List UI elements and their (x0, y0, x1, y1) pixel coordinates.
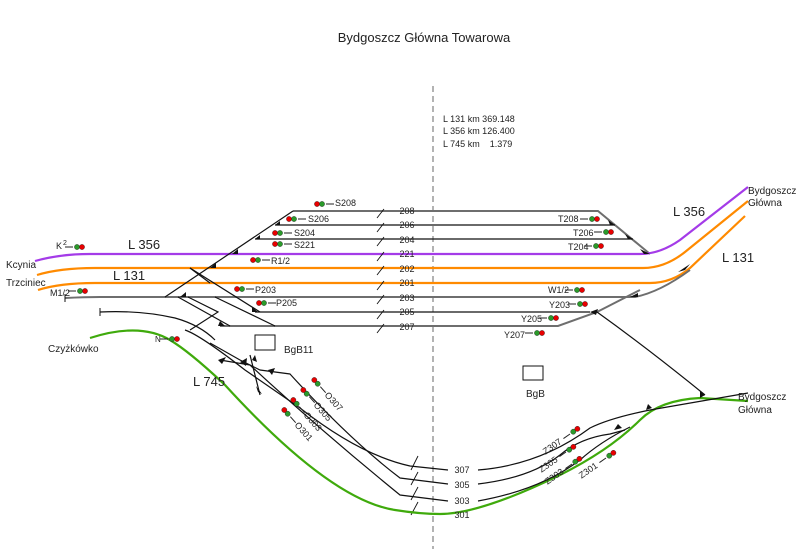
station-box-bgb11 (254, 334, 276, 351)
km-info-356: L 356 km 126.400 (443, 126, 515, 136)
joint-marks (376, 208, 419, 516)
signal-label-p203: P203 (255, 285, 276, 295)
signals-left: K 2 M1/2 N S208 S206 S204 S221 R1/2 P203… (50, 198, 356, 344)
signals-z: Z307 Z305 Z303 Z301 (537, 424, 618, 486)
signal-r12-icon (249, 256, 271, 264)
signal-label-n: N (155, 335, 161, 344)
destination-bydgoszcz-bottom: Bydgoszcz (738, 392, 786, 403)
signal-t206-icon (593, 228, 615, 236)
signal-s221-icon (271, 240, 293, 248)
track-numbers: 208 206 204 221 202 201 203 205 207 307 … (399, 206, 469, 520)
station-label-bgb11: BgB11 (284, 345, 314, 356)
track-label-204: 204 (399, 235, 414, 245)
track-label-307: 307 (454, 465, 469, 475)
signal-label-z307: Z307 (541, 436, 564, 456)
track-label-207: 207 (399, 322, 414, 332)
destination-kcynia: Kcynia (6, 260, 36, 271)
signal-p203-icon (233, 285, 255, 293)
track-label-203: 203 (399, 293, 414, 303)
signal-label-r12: R1/2 (271, 256, 290, 266)
km-info-131: L 131 km 369.148 (443, 114, 515, 124)
line-label-131-right: L 131 (722, 250, 754, 265)
signal-o307-icon (310, 375, 329, 395)
signal-label-p205: P205 (276, 298, 297, 308)
track-221-line-356 (34, 186, 749, 263)
signal-label-k2: K (56, 241, 62, 251)
signal-t208-icon (579, 215, 601, 223)
track-group-300 (89, 329, 749, 516)
page-title: Bydgoszcz Główna Towarowa (338, 30, 511, 45)
destination-czyzkowko: Czyżkówko (48, 344, 99, 355)
destination-glowna-top: Główna (748, 198, 782, 209)
track-208 (293, 210, 651, 255)
track-label-202: 202 (399, 264, 414, 274)
signal-m12-icon (67, 287, 89, 295)
track-group-200 (34, 186, 749, 516)
track-201-line-131 (37, 215, 746, 292)
signal-o301-icon (280, 405, 299, 425)
signal-z307-icon (561, 424, 582, 442)
destination-trzciniec: Trzciniec (6, 278, 46, 289)
signal-label-w12: W1/2 (548, 285, 569, 295)
station-box-bgb (522, 365, 544, 381)
track-203 (64, 269, 691, 299)
signal-label-y207: Y207 (504, 330, 525, 340)
track-label-301: 301 (454, 510, 469, 520)
signal-label-s204: S204 (294, 228, 315, 238)
track-label-303: 303 (454, 496, 469, 506)
signal-label-s208: S208 (335, 198, 356, 208)
station-label-bgb: BgB (526, 389, 545, 400)
signal-s204-icon (271, 229, 293, 237)
track-207 (220, 289, 641, 327)
signal-k2-icon (64, 243, 86, 251)
signal-label-s206: S206 (308, 214, 329, 224)
track-label-205: 205 (399, 307, 414, 317)
line-label-131-left: L 131 (113, 268, 145, 283)
line-label-356-right: L 356 (673, 204, 705, 219)
km-info-745: L 745 km 1.379 (443, 139, 512, 149)
track-301-line-745 (89, 329, 749, 516)
signal-p205-icon (255, 299, 277, 307)
track-202-line-131 (36, 200, 749, 277)
stub-track (99, 311, 216, 341)
track-label-208: 208 (399, 206, 414, 216)
signal-y203-icon (567, 300, 589, 308)
signal-label-s221: S221 (294, 240, 315, 250)
track-label-305: 305 (454, 480, 469, 490)
destination-glowna-bottom: Główna (738, 405, 772, 416)
signal-label-t204: T204 (568, 242, 589, 252)
signal-o303-icon (289, 395, 308, 415)
signal-s206-icon (285, 215, 307, 223)
signal-y207-icon (524, 329, 546, 337)
destination-bydgoszcz-top: Bydgoszcz (748, 186, 796, 197)
signal-label-m12: M1/2 (50, 288, 70, 298)
line-label-356-left: L 356 (128, 237, 160, 252)
signal-label-y205: Y205 (521, 314, 542, 324)
signal-label-y203: Y203 (549, 300, 570, 310)
line-label-745: L 745 (193, 374, 225, 389)
track-label-206: 206 (399, 220, 414, 230)
signals-right: T208 T206 T204 W1/2 Y203 Y205 Y207 (504, 214, 615, 340)
signal-label-k2-sup: 2 (63, 240, 67, 247)
signal-label-t208: T208 (558, 214, 579, 224)
signal-o305-icon (299, 385, 318, 405)
track-label-221: 221 (399, 249, 414, 259)
signal-s208-icon (313, 200, 335, 208)
track-label-201: 201 (399, 278, 414, 288)
signal-label-t206: T206 (573, 228, 594, 238)
